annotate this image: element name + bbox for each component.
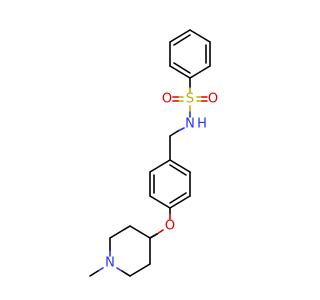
structure-svg: S O O N H O N	[89, 29, 218, 277]
ether-piperidine-bond	[149, 233, 158, 239]
nitrogen-methylene-bond	[169, 130, 179, 137]
sulfonyl-oxygen-left-label: O	[162, 92, 172, 107]
molecule-diagram: S O O N H O N	[89, 29, 219, 277]
sulfonamide-nitrogen-label: N	[185, 117, 195, 132]
nitrogen-methylene-bond-n	[177, 127, 185, 132]
piperidine-ring	[109, 225, 151, 277]
piperidine-nitrogen-label: N	[105, 256, 115, 271]
sulfonyl-oxygen-bonds	[172, 96, 208, 102]
nitrogen-methyl-bond	[89, 270, 99, 277]
benzenesulfonyl-ring	[169, 29, 211, 79]
sulfonyl-oxygen-right-label: O	[208, 92, 218, 107]
sulfur-label: S	[186, 92, 194, 107]
sulfonamide-hydrogen-label: H	[197, 117, 207, 132]
nitrogen-methyl-bond-n	[97, 267, 104, 272]
benzyl-ring	[149, 159, 191, 209]
ether-oxygen-label: O	[165, 219, 175, 234]
ether-piperidine-bond-o	[156, 229, 164, 235]
